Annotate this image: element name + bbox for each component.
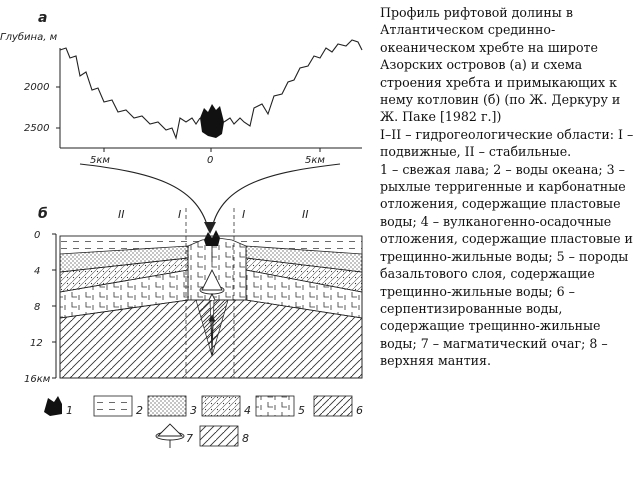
legend-item-7: 7 — [155, 423, 193, 448]
funnel-arrow — [79, 163, 341, 229]
depth-tick-4km: 4 — [34, 266, 40, 277]
depth-tick-12km: 12 — [30, 338, 43, 349]
svg-text:8: 8 — [242, 432, 249, 445]
caption-intro: Профиль рифтовой долины в Атлантическом … — [380, 5, 621, 125]
caption-legend-text: 1 – свежая лава; 2 – воды океана; 3 – ры… — [380, 161, 633, 369]
legend-item-4: 4 — [201, 395, 251, 417]
depth-tick-0km: 0 — [34, 230, 40, 241]
svg-text:5: 5 — [298, 404, 305, 417]
depth-axis-title: Глубина, м — [0, 31, 58, 43]
magma-chamber — [199, 246, 225, 301]
legend-item-5: 5 — [255, 395, 305, 417]
legend-item-1: 1 — [44, 396, 73, 417]
ocean-water-layer — [60, 236, 362, 254]
depth-tick-2500: 2500 — [24, 123, 49, 134]
panel-a-frame — [56, 48, 362, 152]
svg-text:4: 4 — [244, 404, 251, 417]
rift-profile-figure: а Глубина, м 2000 2500 5км 0 5км б II I … — [0, 10, 363, 448]
caption-zones: I–II – гидрогеологические области: I – п… — [380, 126, 634, 160]
distance-tick-zero: 0 — [207, 155, 213, 166]
svg-text:6: 6 — [356, 404, 363, 417]
rift-valley-profile — [59, 39, 363, 140]
legend-item-2: 2 — [93, 395, 143, 417]
zone-label-left-i: I — [178, 208, 181, 221]
distance-tick-right: 5км — [305, 155, 325, 166]
panel-b-letter: б — [38, 206, 48, 222]
zone-label-right-i: I — [242, 208, 245, 221]
zone-label-left-ii: II — [118, 208, 125, 221]
svg-text:3: 3 — [190, 404, 197, 417]
legend: 1 2 3 4 5 6 7 8 — [44, 395, 363, 448]
figure-caption: Профиль рифтовой долины в Атлантическом … — [380, 4, 636, 370]
legend-item-6: 6 — [313, 395, 363, 417]
funnel-arrowhead — [204, 222, 216, 234]
serpentinite-wedge — [195, 299, 213, 357]
depth-tick-2000: 2000 — [24, 82, 49, 93]
depth-tick-8km: 8 — [34, 302, 40, 313]
distance-tick-left: 5км — [90, 155, 110, 166]
panel-b-depth-axis — [52, 233, 57, 379]
panel-a-letter: а — [38, 10, 47, 26]
depth-tick-16km: 16км — [24, 374, 51, 385]
svg-text:2: 2 — [136, 404, 143, 417]
svg-text:7: 7 — [186, 432, 193, 445]
cross-section — [59, 230, 363, 379]
zone-label-right-ii: II — [302, 208, 309, 221]
svg-text:1: 1 — [66, 404, 73, 417]
fresh-lava-cone — [200, 104, 224, 138]
legend-item-8: 8 — [199, 425, 249, 447]
crest-lava — [204, 230, 220, 246]
legend-item-3: 3 — [147, 395, 197, 417]
